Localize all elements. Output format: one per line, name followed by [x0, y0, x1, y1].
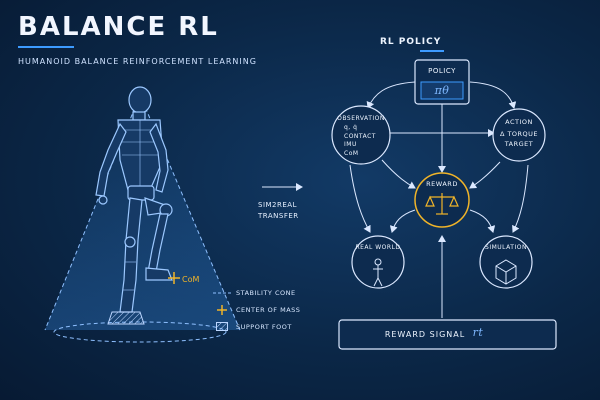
observation-item: q, q̇ [344, 124, 358, 131]
rl-policy-title: RL POLICY [380, 37, 442, 47]
simulation-node [479, 235, 533, 289]
simulation-label: SIMULATION [485, 244, 527, 251]
scale-icon [425, 193, 459, 215]
arrow-observation-to-reward [381, 159, 416, 189]
legend-item-support-foot: SUPPORT FOOT [212, 318, 300, 335]
page-subtitle: HUMANOID BALANCE REINFORCEMENT LEARNING [18, 57, 257, 66]
observation-items: q, q̇ CONTACT IMU CoM [344, 124, 376, 158]
action-items: Δ TORQUE TARGET [493, 129, 545, 149]
hatched-box-icon [212, 322, 232, 331]
arrow-policy-to-observation [366, 81, 416, 109]
observation-item: CoM [344, 149, 359, 157]
reward-signal-symbol: rt [472, 326, 484, 339]
humanoid-robot-figure [95, 86, 173, 313]
observation-item: CONTACT [344, 132, 376, 140]
arrow-reward-to-realworld [389, 209, 416, 233]
title-underline [18, 46, 74, 48]
dashed-line-icon [212, 291, 232, 295]
observation-node [331, 105, 391, 165]
rl-policy-underline [420, 50, 444, 52]
reward-signal-label: REWARD SIGNAL [384, 330, 466, 339]
reward-label: REWARD [426, 180, 458, 188]
center-of-mass-marker [168, 272, 180, 284]
real-world-label: REAL WORLD [355, 244, 401, 251]
legend-label: CENTER OF MASS [236, 305, 301, 314]
action-label: ACTION [505, 118, 533, 126]
transfer-line-1: SIM2REAL [258, 201, 297, 209]
arrow-action-to-reward [469, 161, 501, 189]
real-world-node [351, 235, 405, 289]
plus-marker-icon [212, 304, 232, 315]
legend-item-center-of-mass: CENTER OF MASS [212, 301, 300, 318]
transfer-line-2: TRANSFER [258, 212, 299, 220]
legend: STABILITY CONE CENTER OF MASS SUPPORT FO… [212, 284, 300, 335]
cube-icon [495, 259, 517, 285]
policy-symbol-box [420, 81, 464, 100]
action-node [492, 108, 546, 162]
com-label: CoM [182, 275, 199, 284]
reward-signal-box [338, 319, 557, 350]
legend-item-stability-cone: STABILITY CONE [212, 284, 300, 301]
legend-label: SUPPORT FOOT [236, 322, 292, 331]
action-item: Δ TORQUE [499, 130, 539, 138]
observation-item: IMU [344, 141, 357, 148]
person-icon [373, 258, 383, 287]
arrow-action-to-simulation [512, 164, 529, 233]
legend-label: STABILITY CONE [236, 288, 296, 297]
policy-label: POLICY [428, 67, 456, 75]
policy-symbol: πθ [434, 84, 450, 97]
sim2real-transfer-label: SIM2REAL TRANSFER [258, 200, 299, 222]
support-foot [107, 311, 145, 325]
observation-label: OBSERVATION [337, 115, 385, 122]
arrow-policy-to-action [469, 81, 517, 109]
arrow-reward-to-simulation [469, 209, 496, 233]
arrow-observation-to-realworld [349, 164, 371, 233]
page-title: BALANCE RL [18, 12, 219, 42]
action-item: TARGET [504, 140, 534, 148]
